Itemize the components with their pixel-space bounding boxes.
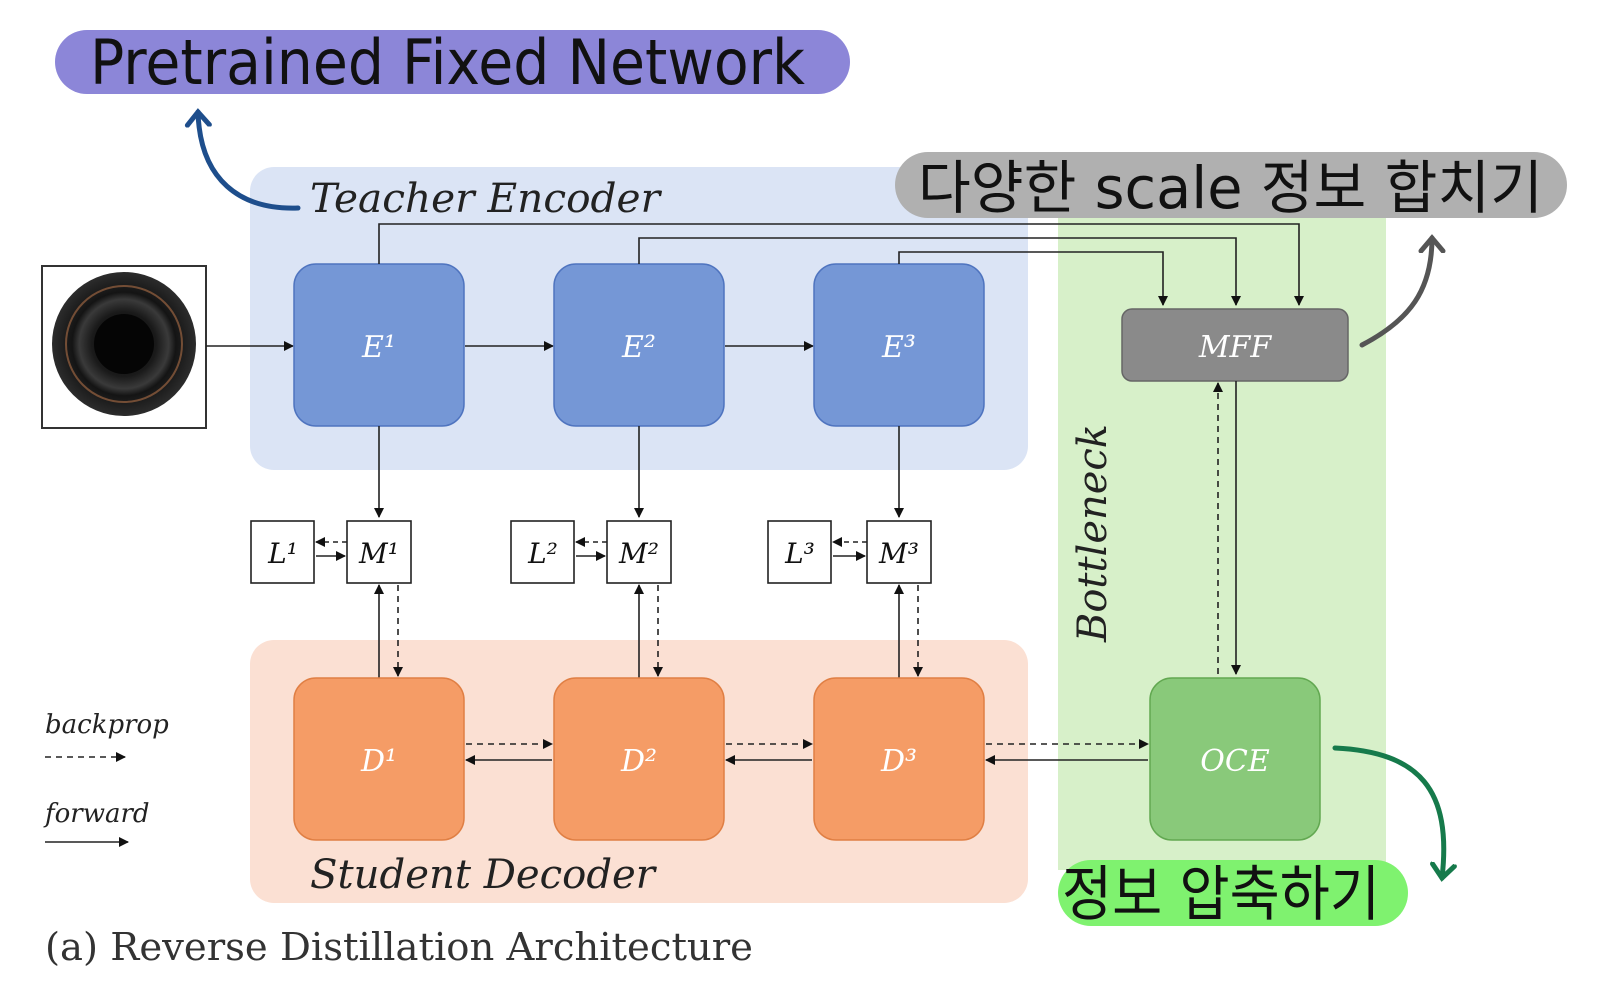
figure-caption: (a) Reverse Distillation Architecture xyxy=(45,925,753,969)
decoder-block-d2: D² xyxy=(553,677,725,841)
compress-pill xyxy=(1058,860,1408,926)
svg-text:L³: L³ xyxy=(784,537,815,570)
mff-oce-arrows xyxy=(1213,381,1241,675)
map-box-m3: M³ xyxy=(866,520,932,584)
decoder-block-d1: D¹ xyxy=(293,677,465,841)
decoder-block-d3: D³ xyxy=(813,677,985,841)
input-image-icon xyxy=(41,265,207,429)
svg-text:M³: M³ xyxy=(878,537,919,570)
map-decoder-arrows xyxy=(374,584,923,678)
svg-text:D²: D² xyxy=(620,744,657,779)
multiscale-annotation: 다양한 scale 정보 합치기 xyxy=(918,154,1543,222)
loss-box-l3: L³ xyxy=(767,520,832,584)
legend-forward-label: forward xyxy=(43,799,150,829)
mff-block: MFF xyxy=(1121,308,1349,382)
svg-text:MFF: MFF xyxy=(1198,330,1273,365)
loss-box-l2: L² xyxy=(510,520,575,584)
student-decoder-title: Student Decoder xyxy=(310,852,658,898)
svg-text:E²: E² xyxy=(621,330,656,365)
multiscale-pill xyxy=(895,152,1567,218)
svg-text:M²: M² xyxy=(618,537,659,570)
pretrained-pill xyxy=(55,30,850,94)
encoder-block-e3: E³ xyxy=(813,263,985,427)
encoder-block-e2: E² xyxy=(553,263,725,427)
pretrained-pointer-arrow xyxy=(198,112,301,211)
svg-text:L²: L² xyxy=(527,537,558,570)
svg-text:M¹: M¹ xyxy=(358,537,399,570)
encoder-block-e1: E¹ xyxy=(293,263,465,427)
legend: backprop forward xyxy=(43,710,169,847)
oce-block: OCE xyxy=(1149,677,1321,841)
svg-text:E¹: E¹ xyxy=(361,330,396,365)
multiscale-pointer-arrow xyxy=(1359,238,1432,348)
svg-text:L¹: L¹ xyxy=(267,537,298,570)
svg-text:D³: D³ xyxy=(880,744,917,779)
teacher-encoder-title: Teacher Encoder xyxy=(310,176,663,222)
compress-annotation: 정보 압축하기 xyxy=(1062,860,1380,930)
encoder-to-m-arrows xyxy=(374,426,904,518)
map-box-m2: M² xyxy=(606,520,672,584)
svg-text:D¹: D¹ xyxy=(360,744,397,779)
bottleneck-title: Bottleneck xyxy=(1070,424,1116,643)
encoder-to-mff-arrows xyxy=(378,223,1304,306)
legend-backprop-label: backprop xyxy=(45,710,169,740)
loss-map-arrows xyxy=(315,537,867,561)
decoder-horizontal-arrows xyxy=(465,739,1149,765)
loss-box-l1: L¹ xyxy=(250,520,315,584)
compress-pointer-arrow xyxy=(1332,745,1444,878)
svg-text:E³: E³ xyxy=(881,330,916,365)
svg-text:OCE: OCE xyxy=(1200,744,1270,779)
pretrained-annotation: Pretrained Fixed Network xyxy=(90,26,805,99)
map-box-m1: M¹ xyxy=(346,520,412,584)
